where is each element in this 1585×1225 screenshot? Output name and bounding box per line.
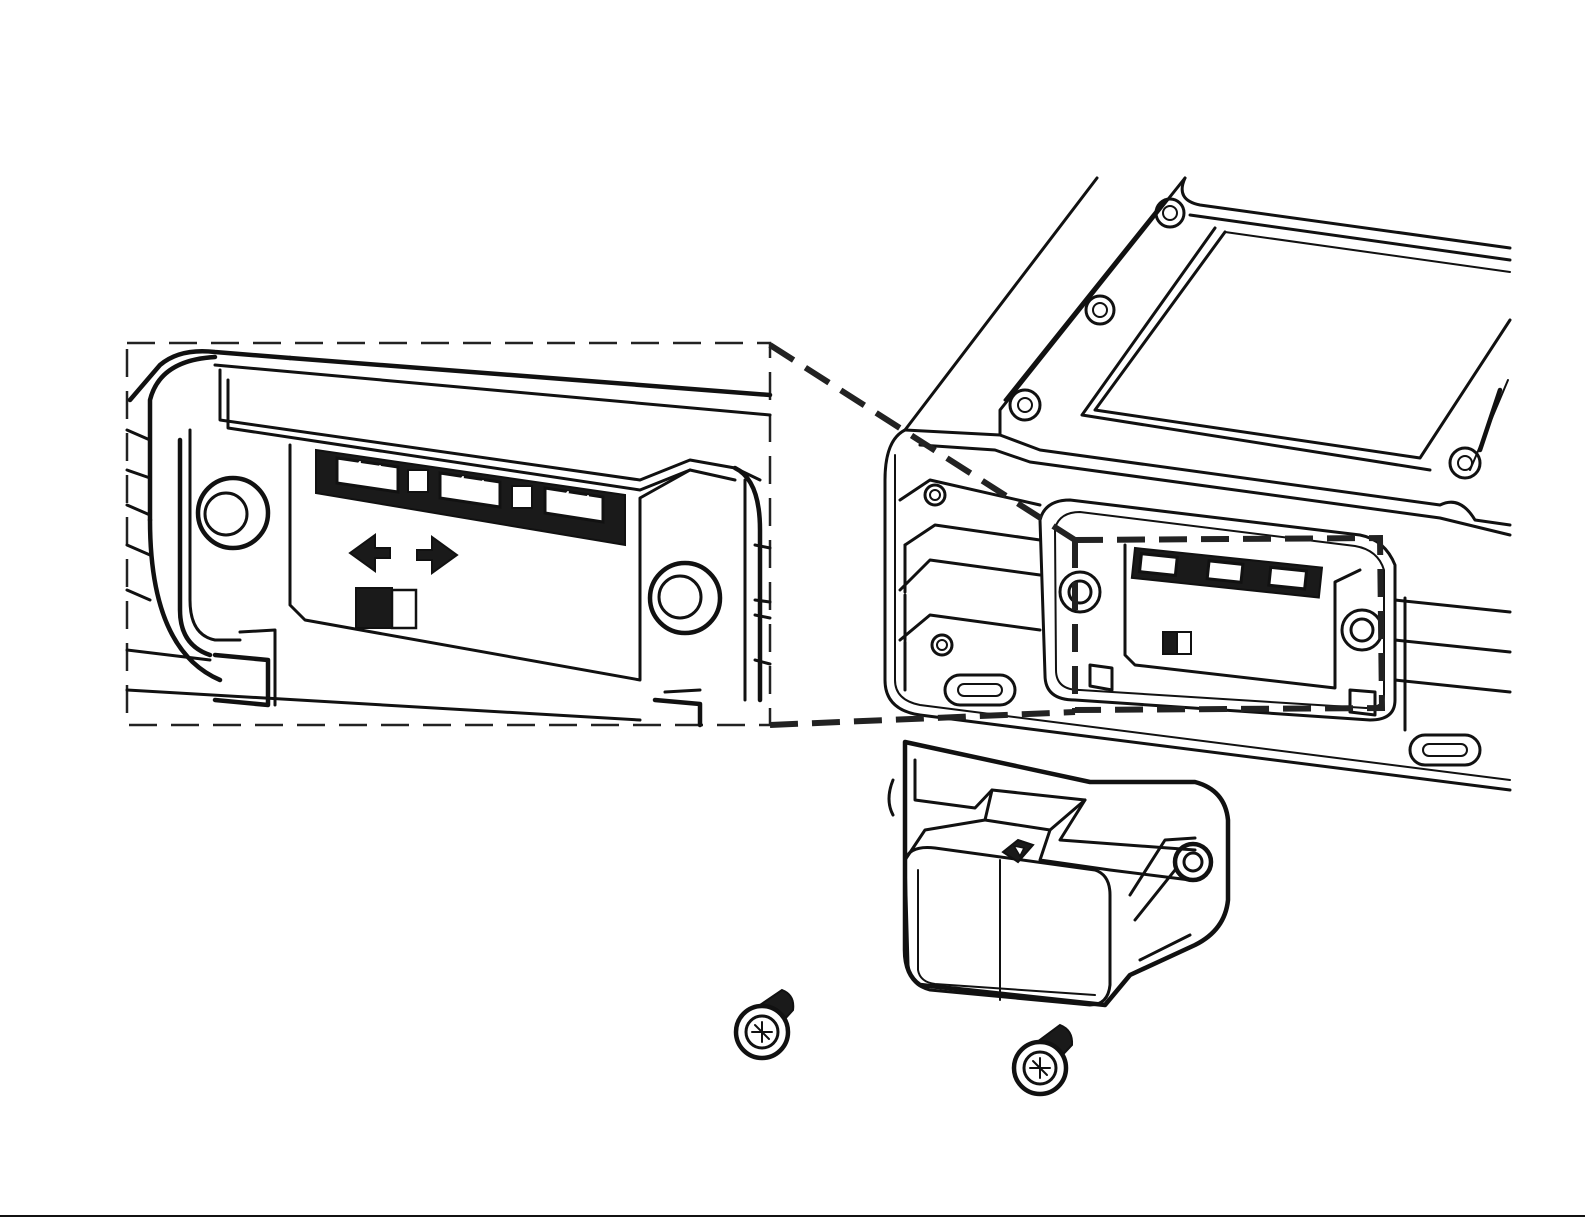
amplifier-body — [885, 178, 1510, 790]
terminal-cover — [889, 742, 1228, 1005]
screw-right — [1014, 1025, 1072, 1094]
detail-zoom-view — [127, 343, 770, 725]
screw-left — [736, 990, 793, 1058]
double-arrow-left-right-icon — [350, 535, 457, 573]
